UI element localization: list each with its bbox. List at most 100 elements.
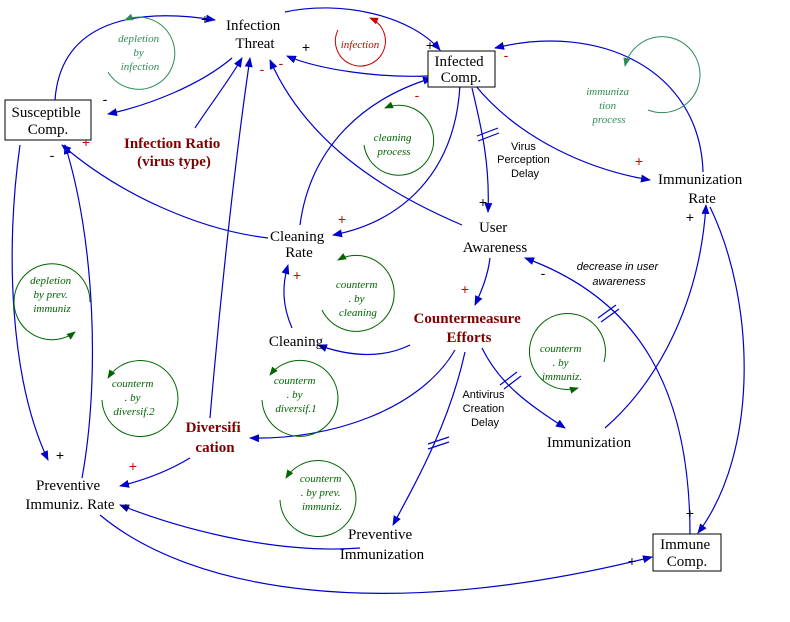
polarity-plus: + xyxy=(56,447,64,463)
var-user-awareness: User Awareness xyxy=(463,220,528,256)
delay-mark-prev-immunization xyxy=(427,436,450,445)
loop-circle-depletion-by-infection xyxy=(107,13,176,90)
loop-depletion-by-prev-immuniz: depletion by prev. immuniz xyxy=(13,263,91,341)
polarity-plus: + xyxy=(628,553,636,569)
polarity-minus: - xyxy=(260,61,265,77)
link-immunization-rate-to-immune xyxy=(697,206,745,534)
loop-circle-counterm-by-prev-immuniz xyxy=(279,460,357,537)
link-infected-to-user-awareness xyxy=(471,87,493,213)
polarity-plus: + xyxy=(201,11,209,27)
loop-label-counterm-by-prev-immuniz: counterm . by prev. immuniz. xyxy=(300,473,344,513)
link-immunization-rate-to-infected xyxy=(494,40,704,173)
loop-label-counterm-by-cleaning: counterm . by cleaning xyxy=(336,279,380,319)
delay-mark-prev-immunization-2 xyxy=(427,441,450,450)
delay-mark-antivirus-creation-2 xyxy=(503,375,522,390)
loop-immunization-process: immuniza tion process xyxy=(586,36,701,126)
loop-counterm-by-diversif1: counterm . by diversif.1 xyxy=(261,359,339,437)
delay-mark-virus-perception xyxy=(476,127,499,137)
link-preventive-rate-to-immune xyxy=(99,514,653,594)
polarity-plus: + xyxy=(461,281,469,297)
link-countermeasure-to-cleaning xyxy=(317,344,411,355)
loop-label-counterm-by-diversif2: counterm . by diversif.2 xyxy=(112,378,156,418)
link-diversification-to-infection-threat xyxy=(209,57,253,419)
link-immunization-to-immunization-rate xyxy=(604,204,710,429)
polarity-minus: - xyxy=(279,55,284,71)
loop-circle-counterm-by-immuniz xyxy=(528,312,606,394)
polarity-plus: + xyxy=(302,39,310,55)
loop-counterm-by-immuniz: counterm . by immuniz. xyxy=(528,312,606,394)
stock-infected-comp: Infected Comp. xyxy=(435,54,488,86)
polarity-signs: + + + - - - - - + - + + + + + - + + + + … xyxy=(50,11,694,569)
stock-susceptible-comp: Susceptible Comp. xyxy=(12,105,85,138)
link-infected-to-infection-threat xyxy=(286,55,429,77)
var-cleaning-rate: Cleaning Rate xyxy=(270,229,328,261)
polarity-plus: + xyxy=(479,194,487,210)
polarity-plus: + xyxy=(129,458,137,474)
notes: Virus Perception Delay Antivirus Creatio… xyxy=(462,141,661,429)
causal-links xyxy=(11,7,745,594)
polarity-minus: - xyxy=(103,91,108,107)
loop-label-counterm-by-immuniz: counterm . by immuniz. xyxy=(540,343,584,383)
link-countermeasure-to-preventive-immunization xyxy=(392,351,466,526)
link-preventive-rate-to-susceptible xyxy=(63,144,94,479)
delay-marks xyxy=(427,127,620,450)
link-cleaning-to-cleaning-rate xyxy=(281,264,293,329)
var-cleaning: Cleaning xyxy=(269,334,324,350)
polarity-plus: + xyxy=(635,153,643,169)
stock-box-immune-comp xyxy=(652,533,722,572)
polarity-plus: + xyxy=(686,209,694,225)
link-infected-to-immunization-rate xyxy=(474,84,651,183)
loop-circle-counterm-by-diversif2 xyxy=(101,360,179,437)
stock-immune-comp: Immune Comp. xyxy=(660,537,714,570)
link-susceptible-to-infection-threat xyxy=(54,14,216,101)
link-infected-to-cleaning-rate xyxy=(332,84,461,238)
delay-mark-user-awareness-2 xyxy=(600,308,620,323)
link-susceptible-to-preventive-rate xyxy=(11,144,49,461)
var-preventive-immunization: Preventive Immunization xyxy=(340,527,425,563)
loop-counterm-by-prev-immuniz: counterm . by prev. immuniz. xyxy=(279,460,357,537)
stock-box-susceptible-comp xyxy=(4,99,92,141)
loop-circle-immunization-process xyxy=(623,36,701,114)
link-user-awareness-to-countermeasure xyxy=(474,257,491,306)
note-antivirus-creation-delay: Antivirus Creation Delay xyxy=(462,389,507,429)
var-countermeasure-efforts: Countermeasure Efforts xyxy=(414,311,525,346)
link-countermeasure-to-diversification xyxy=(249,349,456,443)
polarity-plus: + xyxy=(293,267,301,283)
link-preventive-immunization-to-preventive-rate xyxy=(119,504,361,550)
delay-mark-virus-perception-2 xyxy=(477,132,500,142)
link-cleaning-rate-to-infected xyxy=(299,76,433,226)
loop-label-counterm-by-diversif1: counterm . by diversif.1 xyxy=(274,375,318,415)
loop-depletion-by-infection: depletion by infection xyxy=(107,13,176,90)
loop-infection: infection xyxy=(334,17,386,67)
loop-label-depletion-by-prev-immuniz: depletion by prev. immuniz xyxy=(30,275,74,315)
note-decrease-in-user-awareness: decrease in user awareness xyxy=(577,261,661,288)
loop-circle-depletion-by-prev-immuniz xyxy=(13,263,91,341)
stock-box-infected-comp xyxy=(427,50,496,88)
var-infection-ratio: Infection Ratio (virus type) xyxy=(124,136,224,170)
variables: Infection Threat Infection Ratio (virus … xyxy=(25,18,746,563)
link-immune-to-user-awareness xyxy=(524,257,691,536)
var-infection-threat: Infection Threat xyxy=(226,18,284,52)
loop-counterm-by-cleaning: counterm . by cleaning xyxy=(321,253,395,332)
polarity-plus: + xyxy=(426,37,434,53)
var-immunization-rate: Immunization Rate xyxy=(658,172,746,207)
note-virus-perception-delay: Virus Perception Delay xyxy=(497,141,553,180)
var-preventive-immuniz-rate: Preventive Immuniz. Rate xyxy=(25,478,114,513)
polarity-plus: + xyxy=(82,134,90,150)
stocks: Infected Comp. Susceptible Comp. Immune … xyxy=(4,50,722,572)
polarity-plus: + xyxy=(686,505,694,521)
polarity-minus: - xyxy=(504,47,509,63)
link-infection-threat-to-susceptible xyxy=(107,57,233,117)
delay-mark-antivirus-creation xyxy=(499,371,518,386)
loop-label-infection: infection xyxy=(341,39,380,51)
delay-mark-user-awareness xyxy=(597,304,617,319)
polarity-plus: + xyxy=(338,211,346,227)
loop-circle-infection xyxy=(334,17,386,67)
link-infection-ratio-to-infection-threat xyxy=(194,57,243,129)
link-user-awareness-to-infection-threat xyxy=(269,59,463,226)
loop-indicators: depletion by infection infection cleanin… xyxy=(13,13,701,537)
loop-cleaning-process: cleaning process xyxy=(363,101,435,176)
loop-label-cleaning-process: cleaning process xyxy=(374,132,415,158)
